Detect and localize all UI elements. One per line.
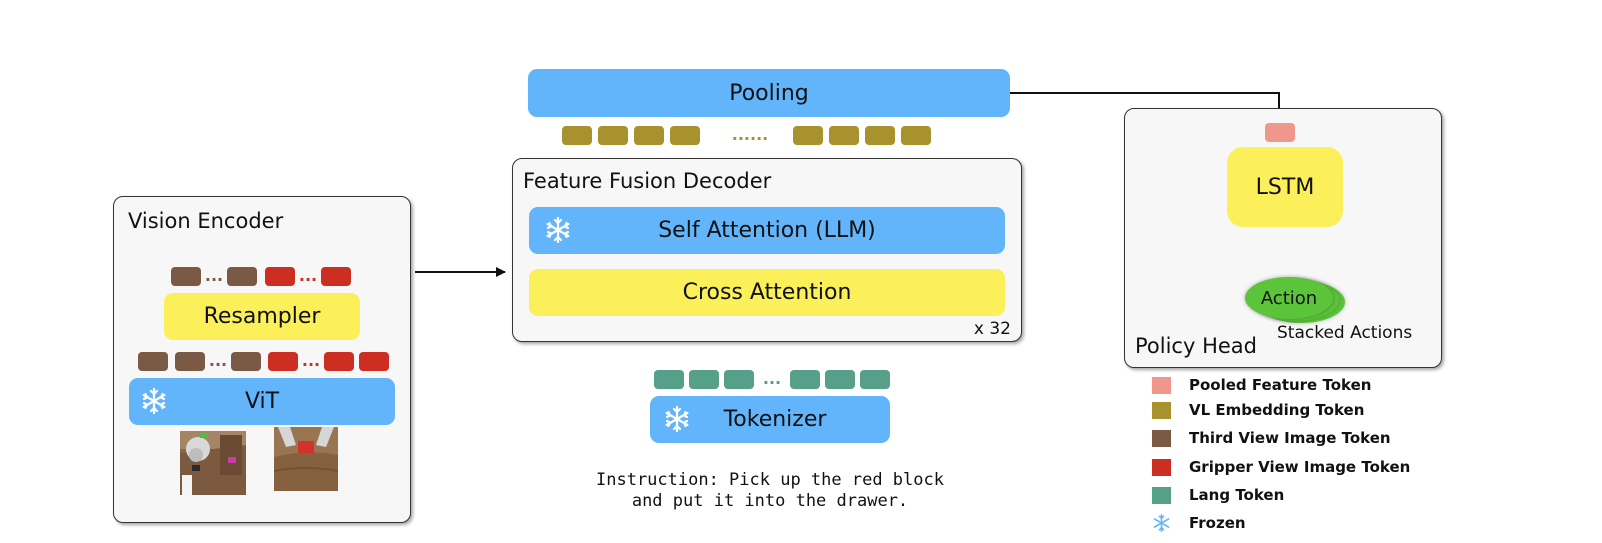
- legend-label: Third View Image Token: [1189, 429, 1391, 447]
- legend-item-pooled: Pooled Feature Token: [1152, 376, 1371, 394]
- tokenizer-label: Tokenizer: [723, 407, 827, 432]
- vl-token: [670, 126, 700, 145]
- gripper-view-token: [321, 267, 351, 286]
- gripper-view-token: [324, 352, 354, 371]
- third-view-token: [138, 352, 168, 371]
- vl-token: [598, 126, 628, 145]
- snowflake-icon: [662, 404, 692, 434]
- lstm-label: LSTM: [1255, 174, 1315, 200]
- legend-swatch: [1152, 458, 1171, 476]
- legend-label: Lang Token: [1189, 486, 1285, 504]
- action-ellipse: Action: [1245, 277, 1333, 319]
- pooling-label: Pooling: [729, 80, 809, 106]
- gripper-view-image: [274, 427, 338, 491]
- gripper-view-token: [268, 352, 298, 371]
- stacked-actions-label: Stacked Actions: [1277, 323, 1413, 343]
- instruction-line-1: Instruction: Pick up the red block: [596, 470, 944, 490]
- legend-item-third-view: Third View Image Token: [1152, 429, 1391, 447]
- legend-label: Gripper View Image Token: [1189, 458, 1411, 476]
- third-view-image: [180, 431, 246, 495]
- legend-label: Frozen: [1189, 514, 1246, 532]
- legend-swatch: [1152, 401, 1171, 419]
- third-view-token: [231, 352, 261, 371]
- vit-label: ViT: [244, 389, 280, 414]
- vision-encoder-title: Vision Encoder: [128, 209, 284, 233]
- self-attention-label: Self Attention (LLM): [658, 218, 876, 243]
- decoder-title: Feature Fusion Decoder: [523, 169, 772, 193]
- snowflake-icon: [1152, 514, 1171, 532]
- third-view-token: [227, 267, 257, 286]
- lang-token: [790, 370, 820, 389]
- instruction-text: Instruction: Pick up the red block and p…: [560, 470, 980, 512]
- legend-swatch: [1152, 376, 1171, 394]
- self-attention-bar: Self Attention (LLM): [529, 207, 1005, 254]
- third-view-token: [175, 352, 205, 371]
- pooled-feature-token: [1265, 123, 1295, 142]
- lang-token: [825, 370, 855, 389]
- third-view-ellipsis: ...: [204, 266, 224, 285]
- instruction-line-2: and put it into the drawer.: [631, 491, 909, 511]
- lang-token: [654, 370, 684, 389]
- legend-item-lang: Lang Token: [1152, 486, 1284, 504]
- vl-token: [793, 126, 823, 145]
- policy-head-title: Policy Head: [1135, 334, 1257, 358]
- gripper-view-token: [265, 267, 295, 286]
- third-view-ellipsis: ...: [208, 351, 228, 370]
- resampler-label: Resampler: [203, 304, 321, 329]
- action-label: Action: [1260, 287, 1318, 309]
- gripper-view-ellipsis: ...: [298, 266, 318, 285]
- vl-token: [901, 126, 931, 145]
- vl-token-ellipsis: ......: [731, 125, 769, 144]
- vit-bar: ViT: [129, 378, 395, 425]
- snowflake-icon: [543, 215, 573, 245]
- lang-token: [724, 370, 754, 389]
- vl-token-row: ......: [560, 126, 940, 146]
- legend-label: Pooled Feature Token: [1189, 376, 1372, 394]
- legend-item-vl: VL Embedding Token: [1152, 401, 1364, 419]
- lang-token: [689, 370, 719, 389]
- legend-label: VL Embedding Token: [1189, 401, 1365, 419]
- legend: Pooled Feature Token VL Embedding Token …: [1152, 376, 1412, 538]
- cross-attention-label: Cross Attention: [682, 280, 852, 305]
- gripper-view-ellipsis: ...: [301, 351, 321, 370]
- vl-token: [634, 126, 664, 145]
- legend-swatch: [1152, 429, 1171, 447]
- vl-token: [829, 126, 859, 145]
- lstm-block: LSTM: [1227, 147, 1343, 227]
- legend-item-frozen: Frozen: [1152, 514, 1246, 532]
- vision-encoder-panel: Vision Encoder ... ... Resampler ... ...: [113, 196, 411, 523]
- snowflake-icon: [139, 386, 169, 416]
- repeat-count: x 32: [973, 319, 1011, 339]
- policy-head-panel: Policy Head LSTM Action Stacked Actions: [1124, 108, 1442, 368]
- lang-token-row: ...: [654, 370, 894, 390]
- resampler-bar: Resampler: [164, 293, 360, 340]
- cross-attention-bar: Cross Attention: [529, 269, 1005, 316]
- vl-token: [865, 126, 895, 145]
- legend-item-gripper-view: Gripper View Image Token: [1152, 458, 1410, 476]
- vl-token: [562, 126, 592, 145]
- pooling-bar: Pooling: [528, 69, 1010, 117]
- lang-token: [860, 370, 890, 389]
- third-view-token: [171, 267, 201, 286]
- feature-fusion-decoder-panel: Feature Fusion Decoder Self Attention (L…: [512, 158, 1022, 342]
- gripper-view-token: [359, 352, 389, 371]
- tokenizer-bar: Tokenizer: [650, 396, 890, 443]
- legend-swatch: [1152, 486, 1171, 504]
- lang-token-ellipsis: ...: [762, 369, 782, 388]
